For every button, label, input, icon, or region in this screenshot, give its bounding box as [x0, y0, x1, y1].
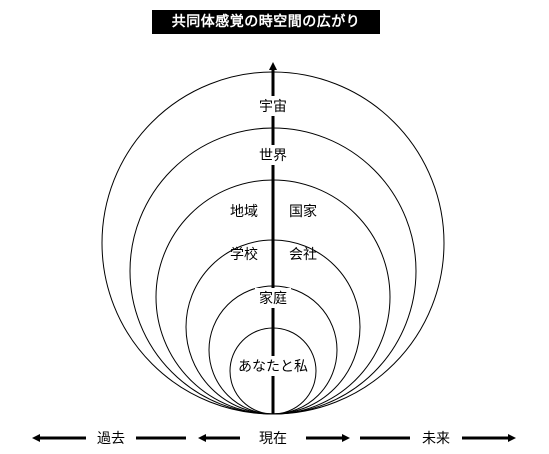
diagram-title: 共同体感覚の時空間の広がり: [152, 10, 380, 34]
label-world: 世界: [259, 148, 287, 164]
label-world-group: 世界: [255, 145, 291, 165]
label-past: 過去: [97, 431, 125, 447]
label-universe: 宇宙: [259, 99, 287, 115]
label-future: 未来: [422, 431, 450, 447]
label-present: 現在: [259, 431, 287, 447]
label-region: 地域: [230, 204, 258, 220]
label-school: 学校: [230, 246, 258, 263]
label-you-and-me-group: あなたと私: [238, 356, 308, 376]
label-you-and-me: あなたと私: [238, 359, 308, 375]
timeline: 過去 現在 未来: [32, 431, 516, 447]
label-family: 家庭: [259, 290, 287, 307]
label-country: 国家: [289, 203, 317, 220]
label-family-group: 家庭: [255, 288, 291, 308]
label-universe-group: 宇宙: [255, 96, 291, 116]
label-company: 会社: [289, 247, 317, 263]
